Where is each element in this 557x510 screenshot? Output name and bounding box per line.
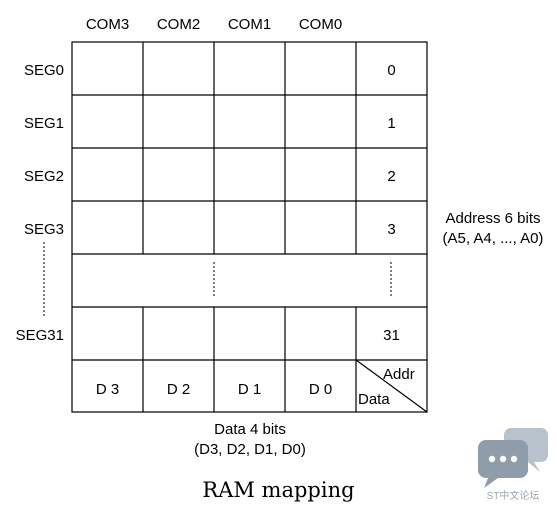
address-value: 3 [387, 221, 396, 238]
corner-data-label: Data [358, 391, 390, 408]
table-frame [71, 41, 428, 413]
data-bit-d0: D 0 [308, 381, 333, 398]
row-header-seg0: SEG0 [23, 62, 64, 79]
data-note-line2: (D3, D2, D1, D0) [194, 441, 306, 458]
row-header-seg3: SEG3 [23, 221, 64, 238]
data-bit-d1: D 1 [237, 381, 262, 398]
corner-addr-label: Addr [383, 366, 415, 383]
row-header-seg2: SEG2 [23, 168, 64, 185]
data-bit-d2: D 2 [166, 381, 191, 398]
address-value: 1 [387, 115, 396, 132]
address-value: 2 [387, 168, 396, 185]
data-note-line1: Data 4 bits [214, 421, 286, 438]
column-header-com1: COM1 [227, 16, 272, 33]
address-note-line1: Address 6 bits [445, 210, 541, 227]
chat-bubbles-icon [478, 428, 548, 488]
address-value: 0 [387, 62, 396, 79]
data-bit-d3: D 3 [95, 381, 120, 398]
address-note-line2: (A5, A4, ..., A0) [442, 230, 544, 247]
corner-diagonal [355, 359, 428, 413]
column-header-com2: COM2 [156, 16, 201, 33]
watermark-text: ST中文论坛 [486, 491, 540, 502]
address-value: 31 [383, 327, 400, 344]
column-header-com0: COM0 [298, 16, 343, 33]
diagram-caption: RAM mapping [202, 478, 355, 502]
row-header-seg1: SEG1 [23, 115, 64, 132]
row-header-seg31: SEG31 [15, 327, 64, 344]
column-header-com3: COM3 [85, 16, 130, 33]
